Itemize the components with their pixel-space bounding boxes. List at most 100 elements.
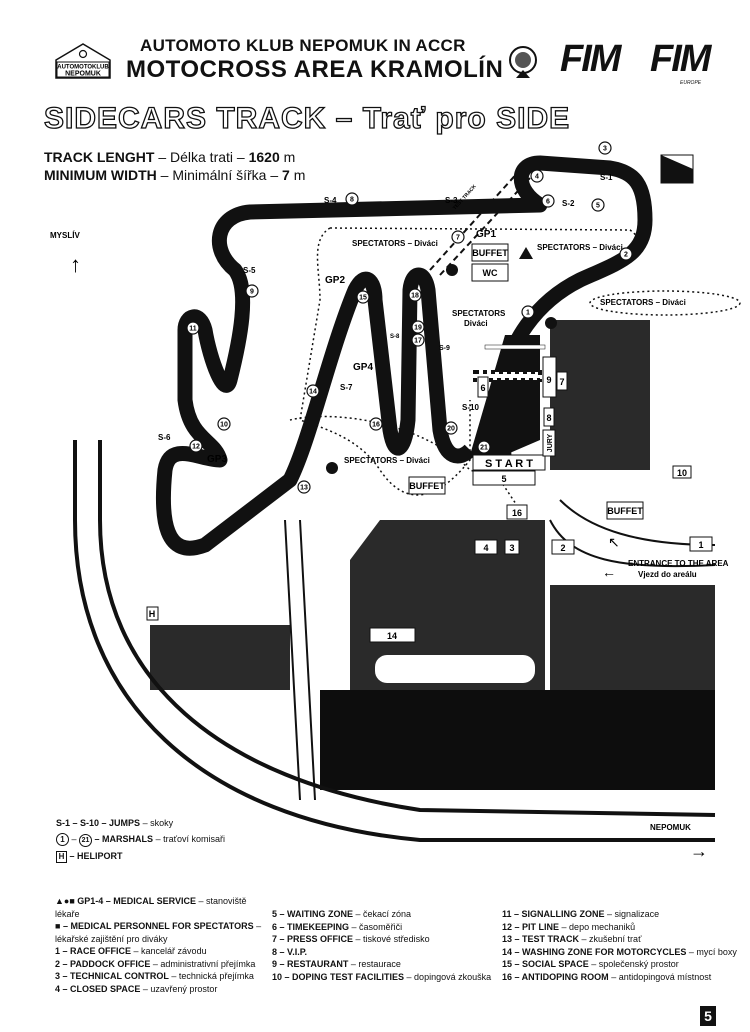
legend-item: 2 – PADDOCK OFFICE – administrativní pře…	[55, 958, 256, 969]
parking-area-right	[550, 585, 715, 690]
jump-label: S-3	[445, 196, 458, 205]
legend-column-1: ▲●■ GP1-4 – MEDICAL SERVICE – stanoviště…	[55, 895, 270, 995]
nepomuk-label: NEPOMUK	[650, 823, 691, 832]
start-label: S T A R T	[485, 458, 533, 470]
closed-space-area	[350, 520, 545, 690]
spectators-label: SPECTATORS – Diváci	[537, 243, 623, 252]
marshal-number: 17	[414, 338, 422, 345]
marshal-number: 10	[220, 422, 228, 429]
legend-item: 8 – V.I.P.	[272, 946, 308, 957]
logo-text-top: AUTOMOTOKLUB	[57, 65, 109, 71]
box-label: 8	[546, 413, 551, 423]
gp2-label: GP2	[325, 275, 345, 286]
medical-square-icon: ■	[55, 921, 63, 931]
automotoklub-nepomuk-logo: AUTOMOTOKLUB NEPOMUK	[52, 40, 114, 80]
marshal-number: 14	[309, 389, 317, 396]
race-track	[155, 155, 653, 556]
box-16	[506, 504, 528, 520]
marshal-number: 20	[447, 426, 455, 433]
marshal-post-15	[356, 290, 370, 304]
legend-item: 13 – TEST TRACK – zkušební trať	[502, 934, 642, 944]
arrow-right-icon: →	[690, 841, 708, 861]
buffet-label: BUFFET	[472, 248, 508, 258]
box-7	[556, 371, 568, 391]
box-label: 14	[387, 631, 397, 641]
box-3	[504, 539, 520, 555]
box-1	[689, 536, 713, 552]
buffet-box-top	[471, 243, 509, 262]
jury-label: JURY	[547, 433, 554, 452]
track-length: TRACK LENGHT – Délka trati – 1620 m	[44, 149, 296, 165]
fim-europe-sub: EUROPE	[680, 80, 702, 86]
parking-area-bottom	[320, 690, 715, 790]
marshal-number: 16	[372, 422, 380, 429]
box-label: 9	[546, 375, 551, 385]
box-4	[474, 539, 498, 555]
washing-zone-area	[375, 655, 535, 683]
marshal-post-18	[408, 288, 422, 302]
test-track	[429, 169, 521, 271]
spectators-label: SPECTATORS – Diváci	[600, 298, 686, 307]
jump-label: S-7	[340, 383, 353, 392]
marshal-number: 19	[414, 325, 422, 332]
arrow-diagonal-icon: ↖	[608, 534, 620, 550]
box-6	[477, 376, 489, 398]
accr-emblem	[508, 44, 538, 80]
legend-item: 7 – PRESS OFFICE – tiskové středisko	[272, 934, 430, 944]
track-map: BUFFET WC BUFFET BUFFET S T A R T 5 6 9 …	[50, 141, 741, 861]
box-label: 5	[501, 474, 506, 484]
flag-shade	[661, 155, 693, 183]
wc-label: WC	[483, 268, 498, 278]
marshal-number: 12	[192, 444, 200, 451]
buffet-label: BUFFET	[409, 481, 445, 491]
marshal-number: 7	[456, 235, 460, 242]
marshal-number: 2	[624, 252, 628, 259]
marshal-post-2	[619, 247, 633, 261]
marshal-post-6	[541, 194, 555, 208]
box-5	[472, 470, 536, 486]
box-2	[551, 539, 575, 555]
medical-symbols-icon: ▲●■	[55, 896, 78, 906]
start-box	[472, 454, 546, 471]
legend-item: 9 – RESTAURANT – restaurace	[272, 959, 401, 969]
marshal-post-10	[217, 417, 231, 431]
road-to-nepomuk	[73, 440, 715, 842]
finish-line	[473, 370, 542, 382]
page-number: 5	[700, 1006, 716, 1026]
box-label: 4	[483, 543, 488, 553]
parking-area-left	[150, 625, 290, 690]
marshal-post-19	[411, 320, 425, 334]
jump-label: S-9	[439, 345, 450, 352]
jumps-key: S-1 – S-10 – JUMPS – skoky	[56, 818, 174, 828]
arrow-up-icon: ↑	[70, 252, 81, 277]
marshal-post-12	[189, 439, 203, 453]
gp1-label: GP1	[476, 229, 496, 240]
jump-label: S-5	[243, 266, 256, 275]
box-8	[543, 407, 555, 427]
legend-item: 15 – SOCIAL SPACE – společenský prostor	[502, 959, 679, 969]
jury-box	[542, 429, 556, 457]
marshal-post-5	[591, 198, 605, 212]
entrance-label-cz: Vjezd do areálu	[638, 570, 697, 579]
marshal-post-17	[411, 333, 425, 347]
entrance-label: ENTRANCE TO THE AREA	[628, 559, 729, 568]
marshal-number: 4	[535, 174, 539, 181]
marshal-post-1	[521, 305, 535, 319]
legend-item: ■ – MEDICAL PERSONNEL FOR SPECTATORS – l…	[55, 921, 262, 944]
test-track-edge	[439, 177, 531, 276]
box-label: 16	[512, 508, 522, 518]
wc-box	[471, 263, 509, 282]
road-inner	[98, 440, 716, 817]
legend-item: 5 – WAITING ZONE – čekací zóna	[272, 909, 412, 919]
box-label: 10	[677, 468, 687, 478]
spectator-area-right	[589, 290, 741, 316]
marshal-number: 18	[411, 293, 419, 300]
marshal-post-7	[451, 230, 465, 244]
entrance-road	[549, 499, 716, 568]
marshal-number: 9	[250, 289, 254, 296]
marshal-post-3	[598, 141, 612, 155]
club-name: AUTOMOTO KLUB NEPOMUK IN ACCR	[140, 36, 466, 55]
marshal-number: 3	[603, 146, 607, 153]
marshal-post-21	[477, 440, 491, 454]
social-space-area	[550, 320, 650, 470]
